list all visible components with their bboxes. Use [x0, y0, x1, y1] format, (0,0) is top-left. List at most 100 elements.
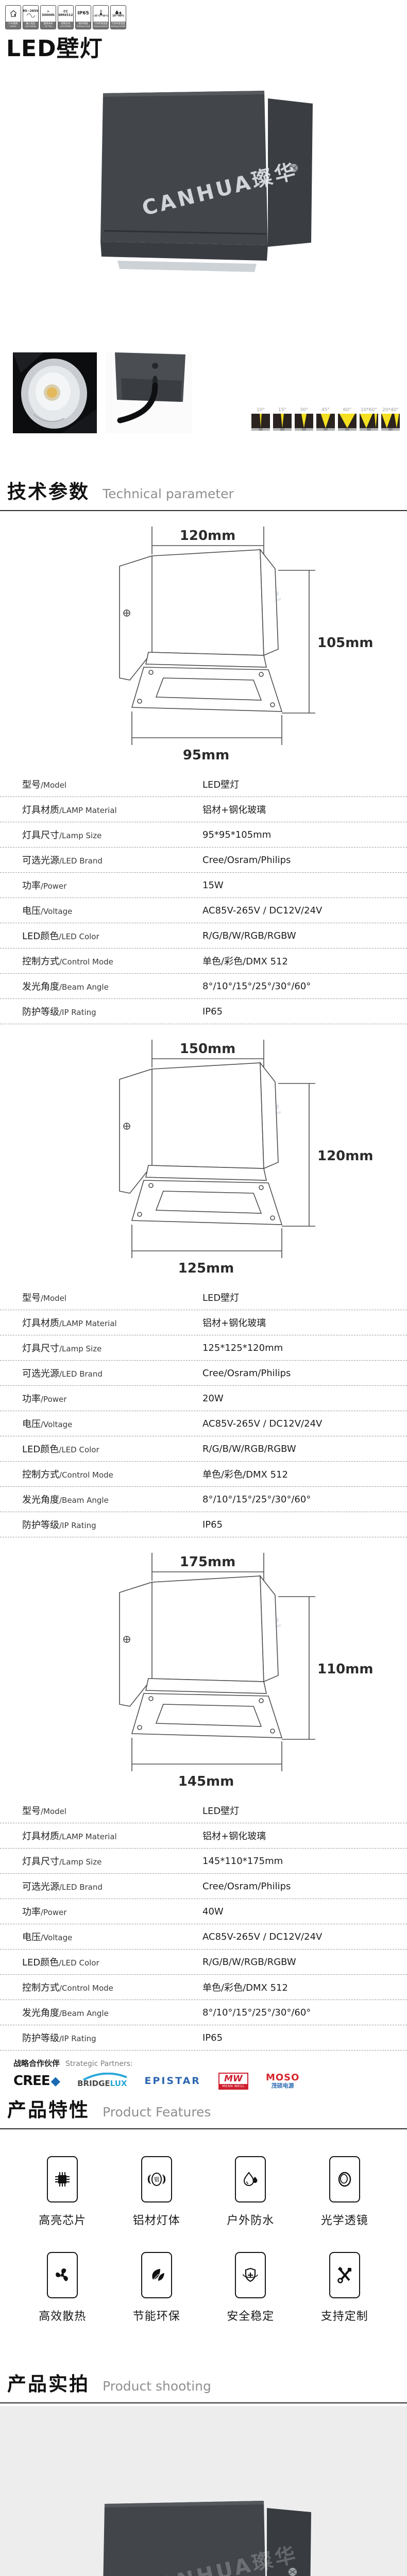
main-product-photo: CANHUA璨华	[0, 91, 407, 351]
spec-row: 灯具材质/LAMP Material 铝材+钢化玻璃	[0, 1823, 407, 1849]
beam-cell: 15°	[273, 407, 292, 431]
spec-value: 8°/10°/15°/25°/30°/60°	[202, 980, 311, 992]
spec-value: AC85V-265V / DC12V/24V	[202, 1418, 323, 1429]
beam-angle-chart: 10° 15° 30° 45° 60° 10*60°	[251, 407, 400, 431]
spec-label-en: /Power	[41, 1395, 67, 1404]
spec-label-en: /IP Rating	[59, 1521, 96, 1530]
section-header-features: 产品特性 Product Features	[0, 2094, 407, 2129]
beam-angle-label: 15°	[278, 408, 286, 413]
shooting-photo-front: CANHUA璨华	[0, 2406, 407, 2576]
shield-icon	[243, 2267, 259, 2282]
cable-hole	[152, 363, 158, 369]
section-title-zh: 技术参数	[7, 481, 90, 503]
spec-label-en: /Model	[41, 1294, 67, 1303]
dim-top: 120mm	[180, 528, 235, 544]
section-title-zh: 产品实拍	[7, 2373, 90, 2395]
spec-label-zh: LED颜色	[22, 931, 59, 942]
spec-label-en: /Voltage	[41, 1420, 73, 1429]
strategic-partners: 战略合作伙伴 Strategic Partners: CREE ◆ BRIDGE…	[13, 2058, 407, 2090]
beam-angle-label: 30°	[300, 408, 308, 413]
spec-table-2: 型号/Model LED壁灯 灯具材质/LAMP Material 铝材+钢化玻…	[0, 1285, 407, 1537]
badge-label-zh: 户外使用	[8, 23, 18, 25]
spec-row: 灯具材质/LAMP Material 铝材+钢化玻璃	[0, 797, 407, 822]
beam-cell: 30°	[295, 407, 313, 431]
spec-label-en: /IP Rating	[59, 2034, 96, 2043]
badge-temperature: -35℃~50℃ 工作环境温度 Operating Temperature	[93, 5, 109, 29]
spec-row: 电压/Voltage AC85V-265V / DC12V/24V	[0, 1924, 407, 1950]
spec-value: IP65	[202, 1519, 223, 1530]
spec-row: 型号/Model LED壁灯	[0, 1798, 407, 1823]
spec-label-zh: 电压	[22, 906, 41, 917]
lamp-outline	[119, 1061, 283, 1225]
detail-row: 10° 15° 30° 45° 60° 10*60°	[0, 352, 407, 435]
spec-label-en: /LAMP Material	[59, 1319, 117, 1328]
spec-label-zh: 灯具尺寸	[22, 830, 59, 841]
dim-side: 110mm	[317, 1662, 373, 1677]
spec-value: 95*95*105mm	[202, 829, 272, 840]
badge-label-zh: 工作环境温度	[94, 23, 108, 25]
spec-label-en: /Model	[41, 1807, 67, 1816]
dimension-lines	[151, 527, 264, 554]
spec-row: LED颜色/LED Color R/G/B/W/RGB/RGBW	[0, 1436, 407, 1462]
beam-diagram-icon	[273, 414, 292, 431]
spec-row: 灯具尺寸/Lamp Size 125*125*120mm	[0, 1335, 407, 1361]
badge-voltage: 85~265V 输入电压 Input Voltage	[23, 5, 39, 29]
spec-label-zh: LED颜色	[22, 1444, 59, 1455]
spec-label-zh: 灯具尺寸	[22, 1343, 59, 1354]
spec-label-en: /LED Color	[59, 1445, 99, 1454]
spec-value: 145*110*175mm	[202, 1855, 283, 1867]
lamp-outline	[119, 1574, 283, 1738]
spec-value: 铝材+钢化玻璃	[202, 1318, 266, 1329]
badge-outdoor: 户外使用 Outdoor	[5, 5, 21, 29]
lens-strip	[117, 261, 257, 272]
dimension-diagram-2: CANHUA璨华 150mm 120mm 125mm	[116, 1040, 373, 1276]
spec-label-en: /Beam Angle	[59, 2009, 109, 2018]
spec-row: 控制方式/Control Mode 单色/彩色/DMX 512	[0, 948, 407, 974]
badge-value: 85~265V	[23, 9, 39, 13]
lens-icon	[338, 2172, 351, 2187]
spec-table-3: 型号/Model LED壁灯 灯具材质/LAMP Material 铝材+钢化玻…	[0, 1798, 407, 2050]
badge-label-en: Life Time	[44, 25, 52, 27]
spec-row: 发光角度/Beam Angle 8°/10°/15°/25°/30°/60°	[0, 2000, 407, 2025]
spec-value: 单色/彩色/DMX 512	[202, 956, 288, 967]
moso-logo: MOSO 茂硕电源	[265, 2072, 300, 2089]
spec-row: 可选光源/LED Brand Cree/Osram/Philips	[0, 1361, 407, 1386]
spec-value: LED壁灯	[202, 1806, 240, 1817]
spec-row: 功率/Power 40W	[0, 1899, 407, 1924]
dim-bottom: 95mm	[183, 748, 229, 763]
lamp-body	[103, 2501, 311, 2576]
feature-outdoor-waterproof: 户外防水	[204, 2156, 298, 2228]
spec-label-zh: 型号	[22, 1293, 41, 1303]
spec-label-zh: 防护等级	[22, 1007, 59, 1018]
spec-row: 防护等级/IP Rating IP65	[0, 999, 407, 1024]
spec-label-zh: 功率	[22, 1907, 41, 1918]
spec-label-zh: 功率	[22, 1394, 41, 1404]
spec-row: 功率/Power 20W	[0, 1386, 407, 1411]
spec-row: 型号/Model LED壁灯	[0, 772, 407, 797]
lens-detail-photo	[13, 352, 97, 433]
feature-label: 光学透镜	[320, 2214, 368, 2227]
spec-label-zh: 电压	[22, 1419, 41, 1430]
badge-control-mode: CC DMX512 控制方式 Control Mode	[58, 5, 74, 29]
spec-label-en: /LAMP Material	[59, 1832, 117, 1841]
mounting-plate	[267, 2508, 311, 2576]
spec-row: 防护等级/IP Rating IP65	[0, 1512, 407, 1537]
spec-row: 发光角度/Beam Angle 8°/10°/15°/25°/30°/60°	[0, 974, 407, 999]
features-grid: 高亮芯片 铝 铝材灯体 户外防水	[0, 2129, 407, 2348]
dim-top: 150mm	[180, 1041, 235, 1057]
spec-value: 铝材+钢化玻璃	[202, 805, 266, 816]
spec-label-zh: 灯具材质	[22, 805, 59, 816]
spec-row: LED颜色/LED Color R/G/B/W/RGB/RGBW	[0, 923, 407, 948]
thermometer-icon	[99, 10, 102, 15]
spec-value: 15W	[202, 879, 224, 891]
dim-bottom: 145mm	[178, 1774, 234, 1789]
section-header-technical: 技术参数 Technical parameter	[0, 476, 407, 511]
tools-icon	[337, 2267, 351, 2283]
dimension-diagram-1: CANHUA璨华 120mm 105mm 95mm	[116, 527, 373, 763]
feature-customization: 支持定制	[298, 2252, 392, 2324]
spec-row: 型号/Model LED壁灯	[0, 1285, 407, 1310]
spec-label-zh: 灯具材质	[22, 1318, 59, 1329]
spec-row: 功率/Power 15W	[0, 873, 407, 898]
spec-label-zh: 发光角度	[22, 1495, 59, 1505]
badge-ip65: IP65 防护等级 Protective Level	[75, 5, 91, 29]
